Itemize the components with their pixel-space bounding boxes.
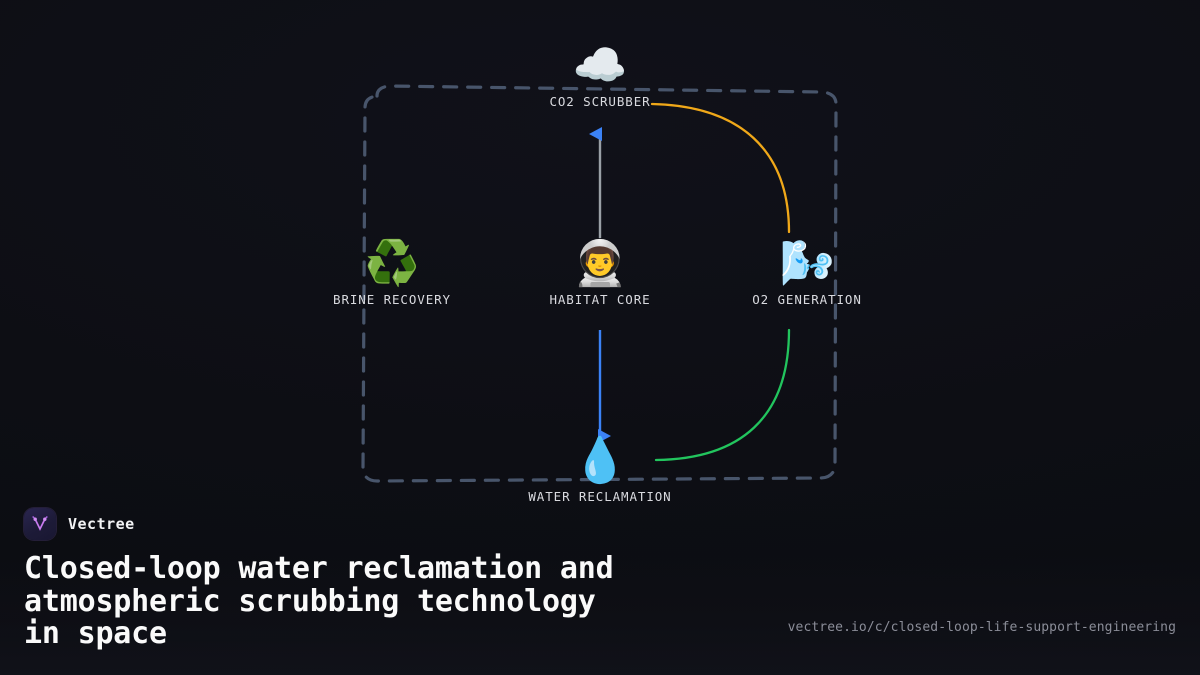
brand-name: Vectree	[68, 515, 135, 533]
droplet-icon: 💧	[572, 435, 628, 486]
astronaut-icon: 👨‍🚀	[572, 238, 628, 289]
brand-row: Vectree	[24, 507, 1176, 541]
closed-loop-boundary	[361, 84, 838, 483]
recycle-icon: ♻️	[364, 238, 420, 289]
edge-o2-to-water	[654, 328, 791, 462]
wind-face-icon: 🌬️	[779, 238, 835, 289]
edge-co2-to-o2	[650, 102, 791, 234]
cloud-icon: ☁️	[572, 40, 628, 91]
node-o2-generation[interactable]: 🌬️ O2 GENERATION	[727, 238, 887, 307]
node-label-co2-scrubber: CO2 SCRUBBER	[549, 94, 651, 109]
node-label-o2-generation: O2 GENERATION	[752, 292, 862, 307]
node-label-habitat-core: HABITAT CORE	[549, 292, 651, 307]
diagram-canvas: ☁️ CO2 SCRUBBER ♻️ BRINE RECOVERY 👨‍🚀 HA…	[312, 40, 887, 504]
node-label-water-reclamation: WATER RECLAMATION	[528, 489, 672, 504]
vectree-v-logo-icon	[24, 508, 56, 540]
node-co2-scrubber[interactable]: ☁️ CO2 SCRUBBER	[520, 40, 680, 109]
page-title: Closed-loop water reclamation and atmosp…	[24, 551, 614, 651]
footer: Vectree Closed-loop water reclamation an…	[24, 507, 1176, 657]
source-url: vectree.io/c/closed-loop-life-support-en…	[787, 620, 1176, 635]
node-water-reclamation[interactable]: 💧 WATER RECLAMATION	[520, 435, 680, 504]
node-brine-recovery[interactable]: ♻️ BRINE RECOVERY	[312, 238, 472, 307]
node-label-brine-recovery: BRINE RECOVERY	[333, 292, 451, 307]
node-habitat-core[interactable]: 👨‍🚀 HABITAT CORE	[520, 238, 680, 307]
diagram-svg	[361, 84, 838, 483]
